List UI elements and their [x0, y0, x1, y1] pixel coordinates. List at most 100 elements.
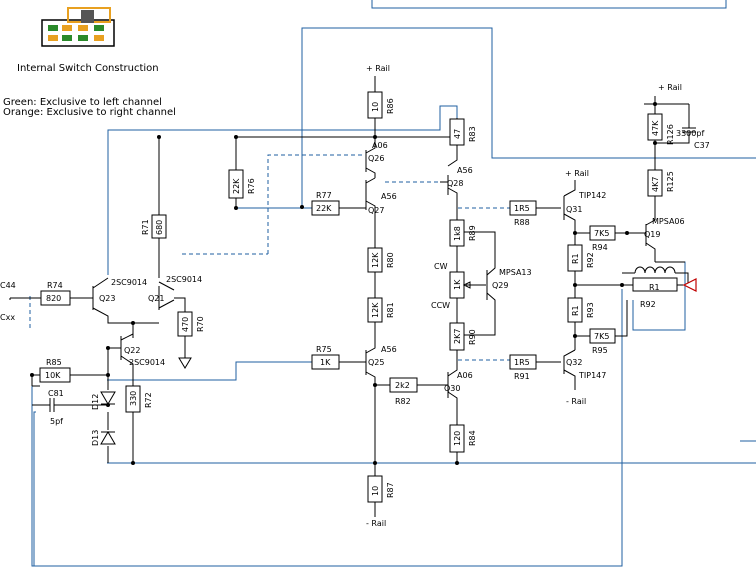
potentiometer: 1K CW CCW: [431, 262, 471, 310]
svg-text:C44: C44: [0, 281, 16, 290]
svg-text:Q28: Q28: [447, 179, 463, 188]
svg-text:22K: 22K: [232, 178, 241, 194]
svg-text:Q27: Q27: [368, 206, 384, 215]
transistor-q32: Q32 TIP147: [566, 358, 606, 380]
svg-text:R75: R75: [316, 345, 332, 354]
rail-pos-r126: + Rail: [658, 83, 682, 92]
svg-text:1K: 1K: [453, 279, 462, 290]
svg-text:CW: CW: [434, 262, 448, 271]
dashed-wires: [29, 154, 622, 361]
transistor-q28: A56 Q28: [447, 166, 473, 188]
resistor-r74: 820 R74: [40, 281, 71, 306]
capacitor-cxx: Cxx: [0, 313, 15, 322]
svg-text:A56: A56: [381, 345, 397, 354]
green-note: Green: Exclusive to left channel: [3, 97, 162, 108]
svg-text:R95: R95: [592, 346, 608, 355]
transistor-q19: MPSA06 Q19: [644, 217, 685, 239]
transistor-q26: A06 Q26: [368, 141, 388, 163]
resistor-r90: 2K7 R90: [449, 322, 477, 351]
svg-text:Q29: Q29: [492, 281, 508, 290]
svg-text:R1: R1: [649, 283, 660, 292]
svg-text:7K5: 7K5: [594, 229, 609, 238]
svg-text:Q25: Q25: [368, 358, 384, 367]
output-terminal: [682, 278, 697, 292]
svg-text:A56: A56: [457, 166, 473, 175]
svg-text:R125: R125: [666, 171, 675, 192]
transistor-q27: A56 Q27: [368, 192, 397, 215]
resistor-r92-vertical: R1 R92: [567, 244, 595, 272]
svg-text:R74: R74: [47, 281, 63, 290]
svg-text:R92: R92: [586, 252, 595, 268]
rail-neg-tip147: - Rail: [566, 397, 586, 406]
svg-text:R72: R72: [144, 392, 153, 408]
resistor-r82: 2k2 R82: [389, 377, 418, 406]
svg-text:3300pf: 3300pf: [676, 129, 704, 138]
diode-d12: D12: [91, 391, 116, 410]
orange-note: Orange: Exclusive to right channel: [3, 107, 176, 118]
resistor-r75: 1K R75: [311, 345, 340, 370]
svg-text:4K7: 4K7: [651, 177, 660, 192]
svg-text:680: 680: [155, 220, 164, 235]
resistor-r92-horizontal: R1 R92: [632, 277, 678, 309]
svg-text:7K5: 7K5: [594, 332, 609, 341]
svg-text:R77: R77: [316, 191, 332, 200]
svg-text:47: 47: [453, 129, 462, 139]
svg-text:1k8: 1k8: [453, 226, 462, 241]
svg-text:22K: 22K: [316, 204, 332, 213]
svg-text:10: 10: [371, 486, 380, 496]
resistor-r76: 22K R76: [228, 169, 256, 199]
svg-text:CCW: CCW: [431, 301, 450, 310]
resistor-r86: 10 R86: [367, 91, 395, 119]
capacitor-c44: C44: [0, 281, 16, 290]
resistor-r71: 680 R71: [141, 214, 167, 239]
transistor-q25: A56 Q25: [368, 345, 397, 367]
svg-text:Q23: Q23: [99, 294, 115, 303]
svg-text:Q26: Q26: [368, 154, 384, 163]
svg-text:Q19: Q19: [644, 230, 660, 239]
svg-text:R70: R70: [196, 316, 205, 332]
svg-text:MPSA13: MPSA13: [499, 268, 532, 277]
svg-text:R80: R80: [386, 252, 395, 268]
svg-text:A06: A06: [457, 371, 473, 380]
resistor-r80: 12K R80: [367, 247, 395, 273]
svg-text:2k2: 2k2: [395, 381, 410, 390]
transistor-q22: Q22 2SC9014: [124, 346, 165, 367]
switch-caption: Internal Switch Construction: [17, 63, 159, 74]
transistor-q21: 2SC9014 Q21: [148, 275, 202, 303]
capacitor-c81: C81 5pf: [48, 389, 64, 426]
svg-text:2K7: 2K7: [453, 329, 462, 344]
output-inductor: [634, 266, 677, 274]
resistor-r126: 47K R126: [647, 113, 675, 145]
svg-text:Q32: Q32: [566, 358, 582, 367]
resistor-r88: 1R5 R88: [509, 200, 537, 227]
svg-text:R85: R85: [46, 358, 62, 367]
resistor-r87: 10 R87: [367, 475, 395, 503]
junction-dots: [30, 102, 657, 465]
resistor-r81: 12K R81: [367, 297, 395, 323]
resistor-r77: 22K R77: [311, 191, 340, 216]
svg-text:R88: R88: [514, 218, 530, 227]
svg-text:330: 330: [129, 391, 138, 406]
svg-text:470: 470: [181, 317, 190, 332]
svg-text:A56: A56: [381, 192, 397, 201]
svg-text:R1: R1: [571, 253, 580, 264]
svg-text:R126: R126: [666, 124, 675, 145]
svg-text:D13: D13: [91, 430, 100, 446]
black-wires: [9, 76, 690, 517]
svg-text:2SC9014: 2SC9014: [129, 358, 165, 367]
svg-text:R76: R76: [247, 178, 256, 194]
svg-text:10: 10: [371, 102, 380, 112]
svg-text:TIP142: TIP142: [578, 191, 606, 200]
resistor-r89: 1k8 R89: [449, 219, 477, 247]
svg-text:2SC9014: 2SC9014: [111, 278, 147, 287]
svg-text:MPSA06: MPSA06: [652, 217, 685, 226]
svg-text:R92: R92: [640, 300, 656, 309]
resistor-r95: 7K5 R95: [589, 328, 616, 355]
diode-d13: D13: [91, 430, 116, 446]
resistor-r85: 10K R85: [39, 358, 71, 383]
svg-text:1R5: 1R5: [514, 204, 530, 213]
svg-text:R86: R86: [386, 98, 395, 114]
ground-symbol: [178, 357, 192, 369]
